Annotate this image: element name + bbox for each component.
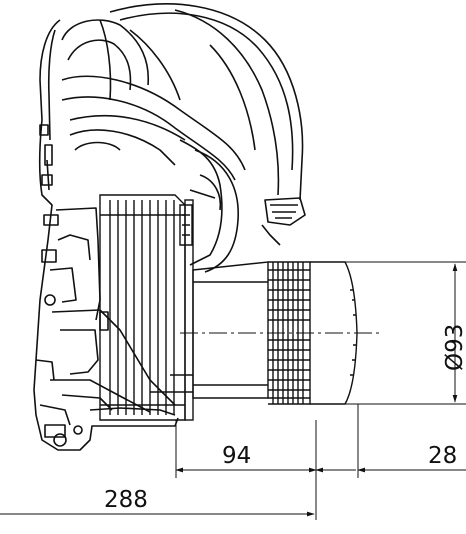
gearbox-housing — [33, 19, 179, 451]
dimension-28: 28 — [428, 443, 457, 469]
finned-block — [99, 194, 269, 421]
dimension-diameter-93: Ø93 — [442, 324, 466, 371]
dimension-288: 288 — [104, 487, 148, 513]
hose-bundle — [61, 3, 306, 273]
dimension-94: 94 — [222, 443, 251, 469]
dimension-lines — [0, 261, 466, 520]
